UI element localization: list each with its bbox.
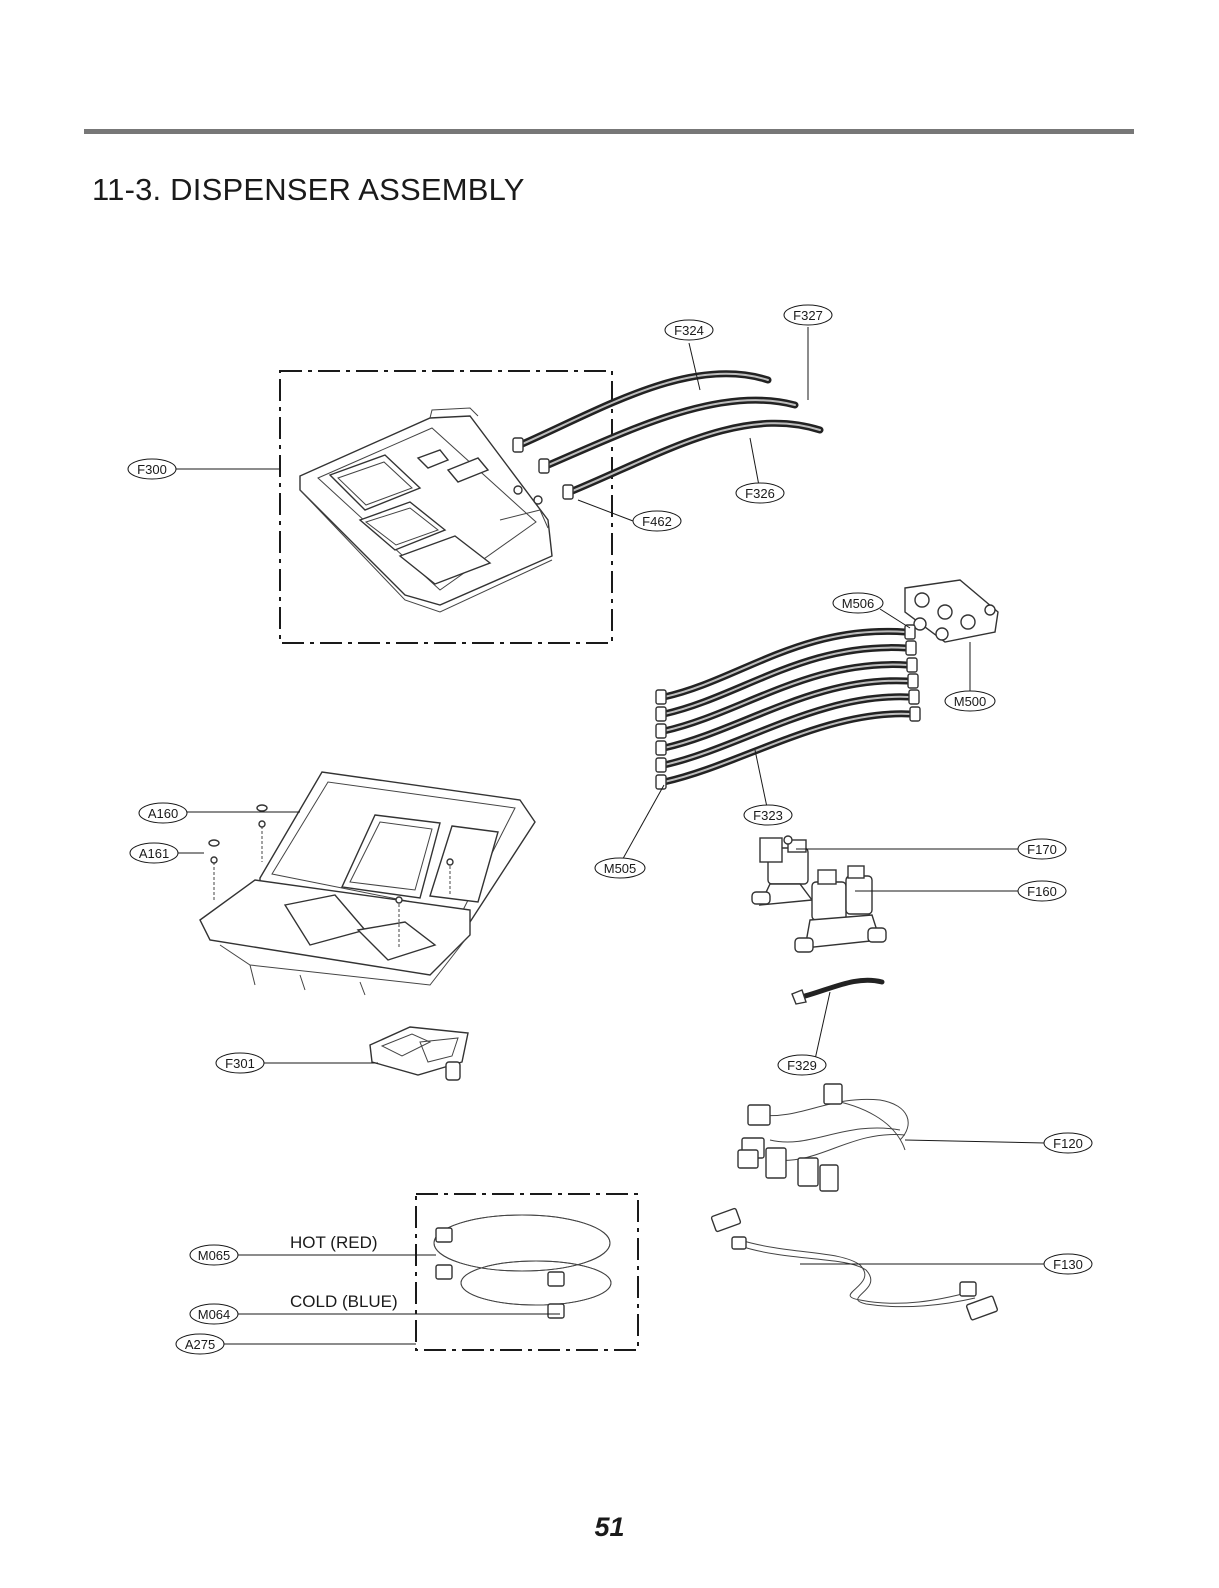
callout-f120: F120: [1043, 1132, 1093, 1154]
svg-text:M505: M505: [604, 861, 637, 876]
svg-text:F324: F324: [674, 323, 704, 338]
section-title: 11-3. DISPENSER ASSEMBLY: [92, 172, 525, 207]
svg-text:F170: F170: [1027, 842, 1057, 857]
callout-a161: A161: [129, 842, 179, 864]
callout-a160: A160: [138, 802, 188, 824]
group-box-f300: [279, 370, 613, 644]
f326-hose: [562, 419, 824, 500]
f329-hose: [791, 977, 885, 1005]
dispenser-cover-drawing: [199, 771, 536, 996]
svg-text:F327: F327: [793, 308, 823, 323]
inlet-hose-group: [415, 1193, 639, 1351]
callout-f329: F329: [777, 1054, 827, 1076]
svg-text:M065: M065: [198, 1248, 231, 1263]
callout-f300: F300: [127, 458, 177, 480]
top-rule: [84, 129, 1134, 134]
group-box-a275: [415, 1193, 639, 1351]
svg-text:F300: F300: [137, 462, 167, 477]
callout-f326: F326: [735, 482, 785, 504]
f327-hose: [538, 396, 799, 474]
m500-manifold-drawing: [904, 579, 999, 643]
callout-f323: F323: [743, 804, 793, 826]
dispenser-housing-group: [279, 370, 613, 644]
dispenser-housing-drawing: [299, 407, 553, 613]
leader-lines: [176, 327, 1046, 1345]
callout-m065: M065: [189, 1244, 239, 1266]
page-number: 51: [594, 1512, 625, 1542]
svg-text:F120: F120: [1053, 1136, 1083, 1151]
svg-text:A161: A161: [139, 846, 169, 861]
callout-m064: M064: [189, 1303, 239, 1325]
svg-text:A275: A275: [185, 1337, 215, 1352]
cold-hose-note: COLD (BLUE): [290, 1292, 398, 1311]
svg-text:F326: F326: [745, 486, 775, 501]
svg-text:A160: A160: [148, 806, 178, 821]
svg-text:F160: F160: [1027, 884, 1057, 899]
f130-harness-drawing: [710, 1207, 999, 1321]
water-valve-drawing: [751, 835, 887, 953]
callout-a275: A275: [175, 1333, 225, 1355]
svg-text:F462: F462: [642, 514, 672, 529]
callout-f301: F301: [215, 1052, 265, 1074]
svg-text:F323: F323: [753, 808, 783, 823]
svg-text:F301: F301: [225, 1056, 255, 1071]
hot-hose-note: HOT (RED): [290, 1233, 378, 1252]
svg-text:M506: M506: [842, 596, 875, 611]
f323-hose-bundle: [655, 624, 921, 790]
callout-m500: M500: [944, 690, 996, 712]
f324-hose: [512, 370, 772, 453]
f120-harness-drawing: [737, 1083, 909, 1192]
callout-f462: F462: [632, 510, 682, 532]
callout-f130: F130: [1043, 1253, 1093, 1275]
svg-text:F329: F329: [787, 1058, 817, 1073]
svg-text:F130: F130: [1053, 1257, 1083, 1272]
f301-insert-drawing: [369, 1026, 469, 1081]
callout-m506: M506: [832, 592, 884, 614]
callout-m505: M505: [594, 857, 646, 879]
callout-f327: F327: [783, 304, 833, 326]
svg-text:M500: M500: [954, 694, 987, 709]
svg-text:M064: M064: [198, 1307, 231, 1322]
callout-f160: F160: [1017, 880, 1067, 902]
callout-f324: F324: [664, 319, 714, 341]
callout-f170: F170: [1017, 838, 1067, 860]
